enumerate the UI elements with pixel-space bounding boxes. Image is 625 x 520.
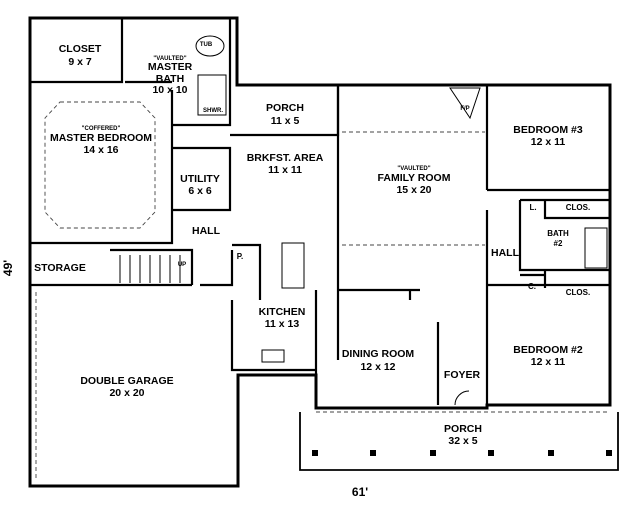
breakfast-label: BRKFST. AREA: [247, 152, 324, 164]
coffered-ceiling-outline: [44, 101, 156, 229]
master-bedroom-wall: [28, 90, 174, 245]
porch-column: [548, 450, 554, 456]
family-vault-line: [342, 131, 485, 246]
stair-up-label: UP: [178, 262, 186, 268]
closet-label: CLOSET: [59, 43, 102, 55]
closet-wall: [30, 32, 124, 84]
kitchen-island: [281, 242, 305, 289]
shower-fixture: [197, 74, 227, 116]
front-porch-outline: [299, 412, 619, 471]
stair-wall: [30, 248, 234, 287]
family-room-wall: [336, 85, 420, 360]
kitchen-wall: [230, 243, 316, 372]
bedroom2-size: 12 x 11: [531, 356, 566, 368]
dining-room-label: DINING ROOM: [342, 348, 415, 360]
porch-top-label: PORCH: [266, 102, 304, 114]
bedroom2-label: BEDROOM #2: [513, 344, 583, 356]
tub-fixture: [195, 35, 225, 57]
master-bath-label1: MASTER: [148, 61, 193, 73]
family-room-note: "VAULTED": [397, 166, 430, 172]
porch-column: [370, 450, 376, 456]
closet-bottom-label: CLOS.: [566, 288, 590, 297]
bedroom3-size: 12 x 11: [531, 136, 566, 148]
kitchen-sink: [261, 349, 285, 363]
bath2-tub: [584, 227, 608, 269]
master-bedroom-label: MASTER BEDROOM: [50, 132, 152, 144]
closet-size: 9 x 7: [68, 56, 92, 68]
shower-label: SHWR.: [203, 108, 223, 114]
depth-dimension: 49': [1, 260, 15, 276]
tub-label: TUB: [200, 42, 213, 48]
kitchen-label: KITCHEN: [259, 306, 306, 318]
porch-front-label: PORCH: [444, 423, 482, 435]
bath2-label: BATH: [547, 229, 569, 238]
utility-label: UTILITY: [180, 173, 220, 185]
exterior-wall: [28, 16, 612, 488]
double-garage-size: 20 x 20: [109, 387, 144, 399]
double-garage-label: DOUBLE GARAGE: [80, 375, 173, 387]
porch-column: [430, 450, 436, 456]
bedroom-wing-wall: [485, 85, 610, 405]
master-bedroom-note: "COFFERED": [82, 126, 121, 132]
family-room-label: FAMILY ROOM: [378, 172, 451, 184]
bedroom3-label: BEDROOM #3: [513, 124, 583, 136]
bath2-number: #2: [554, 239, 563, 248]
foyer-label: FOYER: [444, 369, 481, 381]
porch-top-size: 11 x 5: [271, 115, 300, 127]
master-bath-wall: [120, 18, 232, 127]
coat-closet-label: C.: [528, 282, 536, 291]
master-bath-label2: BATH: [156, 73, 184, 85]
family-room-size: 15 x 20: [396, 184, 431, 196]
hall-left-label: HALL: [192, 225, 221, 237]
master-bedroom-size: 14 x 16: [83, 144, 118, 156]
porch-column: [488, 450, 494, 456]
utility-wall: [172, 146, 232, 212]
bath2-wall: [518, 198, 610, 288]
porch-column: [312, 450, 318, 456]
width-dimension: 61': [352, 485, 368, 499]
porch-column: [606, 450, 612, 456]
pantry-label: P.: [237, 252, 244, 261]
master-bath-note: "VAULTED": [153, 56, 186, 62]
porch-front-size: 32 x 5: [448, 435, 477, 447]
front-door-swing: [454, 390, 470, 406]
master-bath-size: 10 x 10: [152, 84, 187, 96]
utility-size: 6 x 6: [188, 185, 212, 197]
closet-top-label: CLOS.: [566, 203, 590, 212]
kitchen-size: 11 x 13: [265, 318, 300, 330]
fireplace-label: F/P: [460, 106, 469, 112]
fireplace-fixture: [449, 87, 481, 120]
storage-label: STORAGE: [34, 262, 86, 274]
stair-treads: [119, 255, 181, 283]
linen-label: L.: [529, 203, 536, 212]
breakfast-size: 11 x 11: [268, 164, 302, 176]
dining-wall: [314, 290, 440, 408]
hall-right-label: HALL: [491, 247, 520, 259]
dining-room-size: 12 x 12: [360, 361, 395, 373]
